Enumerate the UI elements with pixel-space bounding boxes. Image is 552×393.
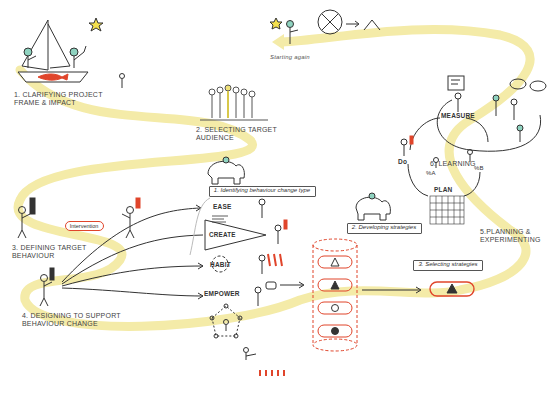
intervention-cylinder: Intervention: [65, 221, 104, 231]
step-label: %A: [426, 170, 446, 177]
step-label: PLAN: [434, 186, 464, 193]
step-label: EMPOWER: [204, 290, 254, 297]
step-label: 2. SELECTING TARGET AUDIENCE: [196, 126, 280, 142]
step-label: 1. CLARIFYING PROJECT FRAME & IMPACT: [14, 91, 126, 107]
step-label: Starting again: [270, 54, 330, 61]
elephant-icon: [208, 157, 390, 220]
step-label: EASE: [213, 203, 253, 210]
journey-arrowhead: [272, 34, 284, 50]
learning-group: [437, 76, 546, 151]
step-label: 4. DESIGNING TO SUPPORT BEHAVIOUR CHANGE: [22, 312, 140, 328]
step-label: MEASURE: [441, 112, 485, 119]
crowd-figure: [200, 85, 268, 120]
step-label: CREATE: [209, 231, 249, 238]
type-arrows: [40, 198, 287, 376]
step-banner: 3. Selecting strategies: [413, 260, 483, 271]
step-banner: 1. Identifying behaviour change type: [209, 186, 316, 197]
journey-path: [18, 29, 530, 326]
node-text: 1. Identifying behaviour change type: [214, 187, 310, 194]
node-text: 2. Developing strategies: [352, 224, 416, 231]
step-label: 3. DEFINING TARGET BEHAVIOUR: [12, 244, 92, 260]
boat-figure: [18, 18, 125, 88]
node-text: 3. Selecting strategies: [418, 261, 477, 268]
step-label: %B: [474, 165, 494, 172]
step-label: 6. LEARNING: [430, 160, 500, 168]
strategy-cylinders: [280, 239, 474, 351]
node-text: Intervention: [70, 223, 99, 230]
step-label: Do: [398, 158, 418, 165]
behaviour-figures: [18, 198, 140, 238]
step-label: HABIT: [210, 261, 250, 268]
step-banner: 2. Developing strategies: [347, 223, 422, 234]
step-label: 5.PLANNING & EXPERIMENTING: [480, 228, 548, 244]
starting-figure: [270, 10, 380, 44]
